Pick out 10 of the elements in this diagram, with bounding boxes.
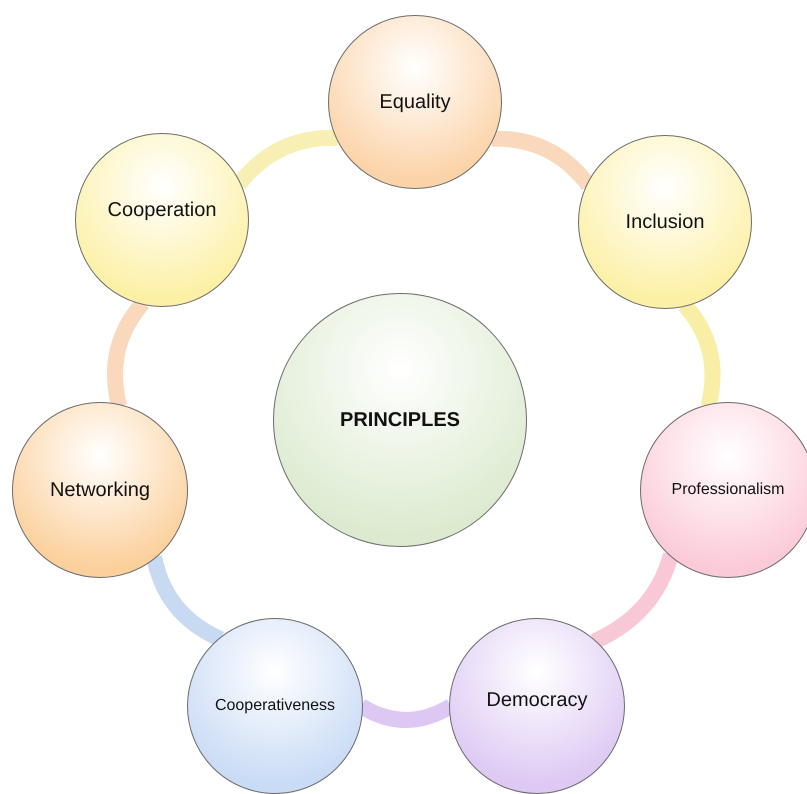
node-label: Cooperation (108, 198, 216, 222)
node-label: Equality (379, 90, 451, 114)
node-label: Professionalism (672, 481, 784, 499)
node-label: PRINCIPLES (340, 408, 460, 432)
node-label: Democracy (486, 688, 588, 712)
connector-arc (590, 552, 679, 649)
node-label: Inclusion (626, 210, 704, 234)
connector-arc (146, 555, 224, 646)
node-label: Networking (50, 478, 150, 502)
node-label: Cooperativeness (214, 697, 336, 715)
